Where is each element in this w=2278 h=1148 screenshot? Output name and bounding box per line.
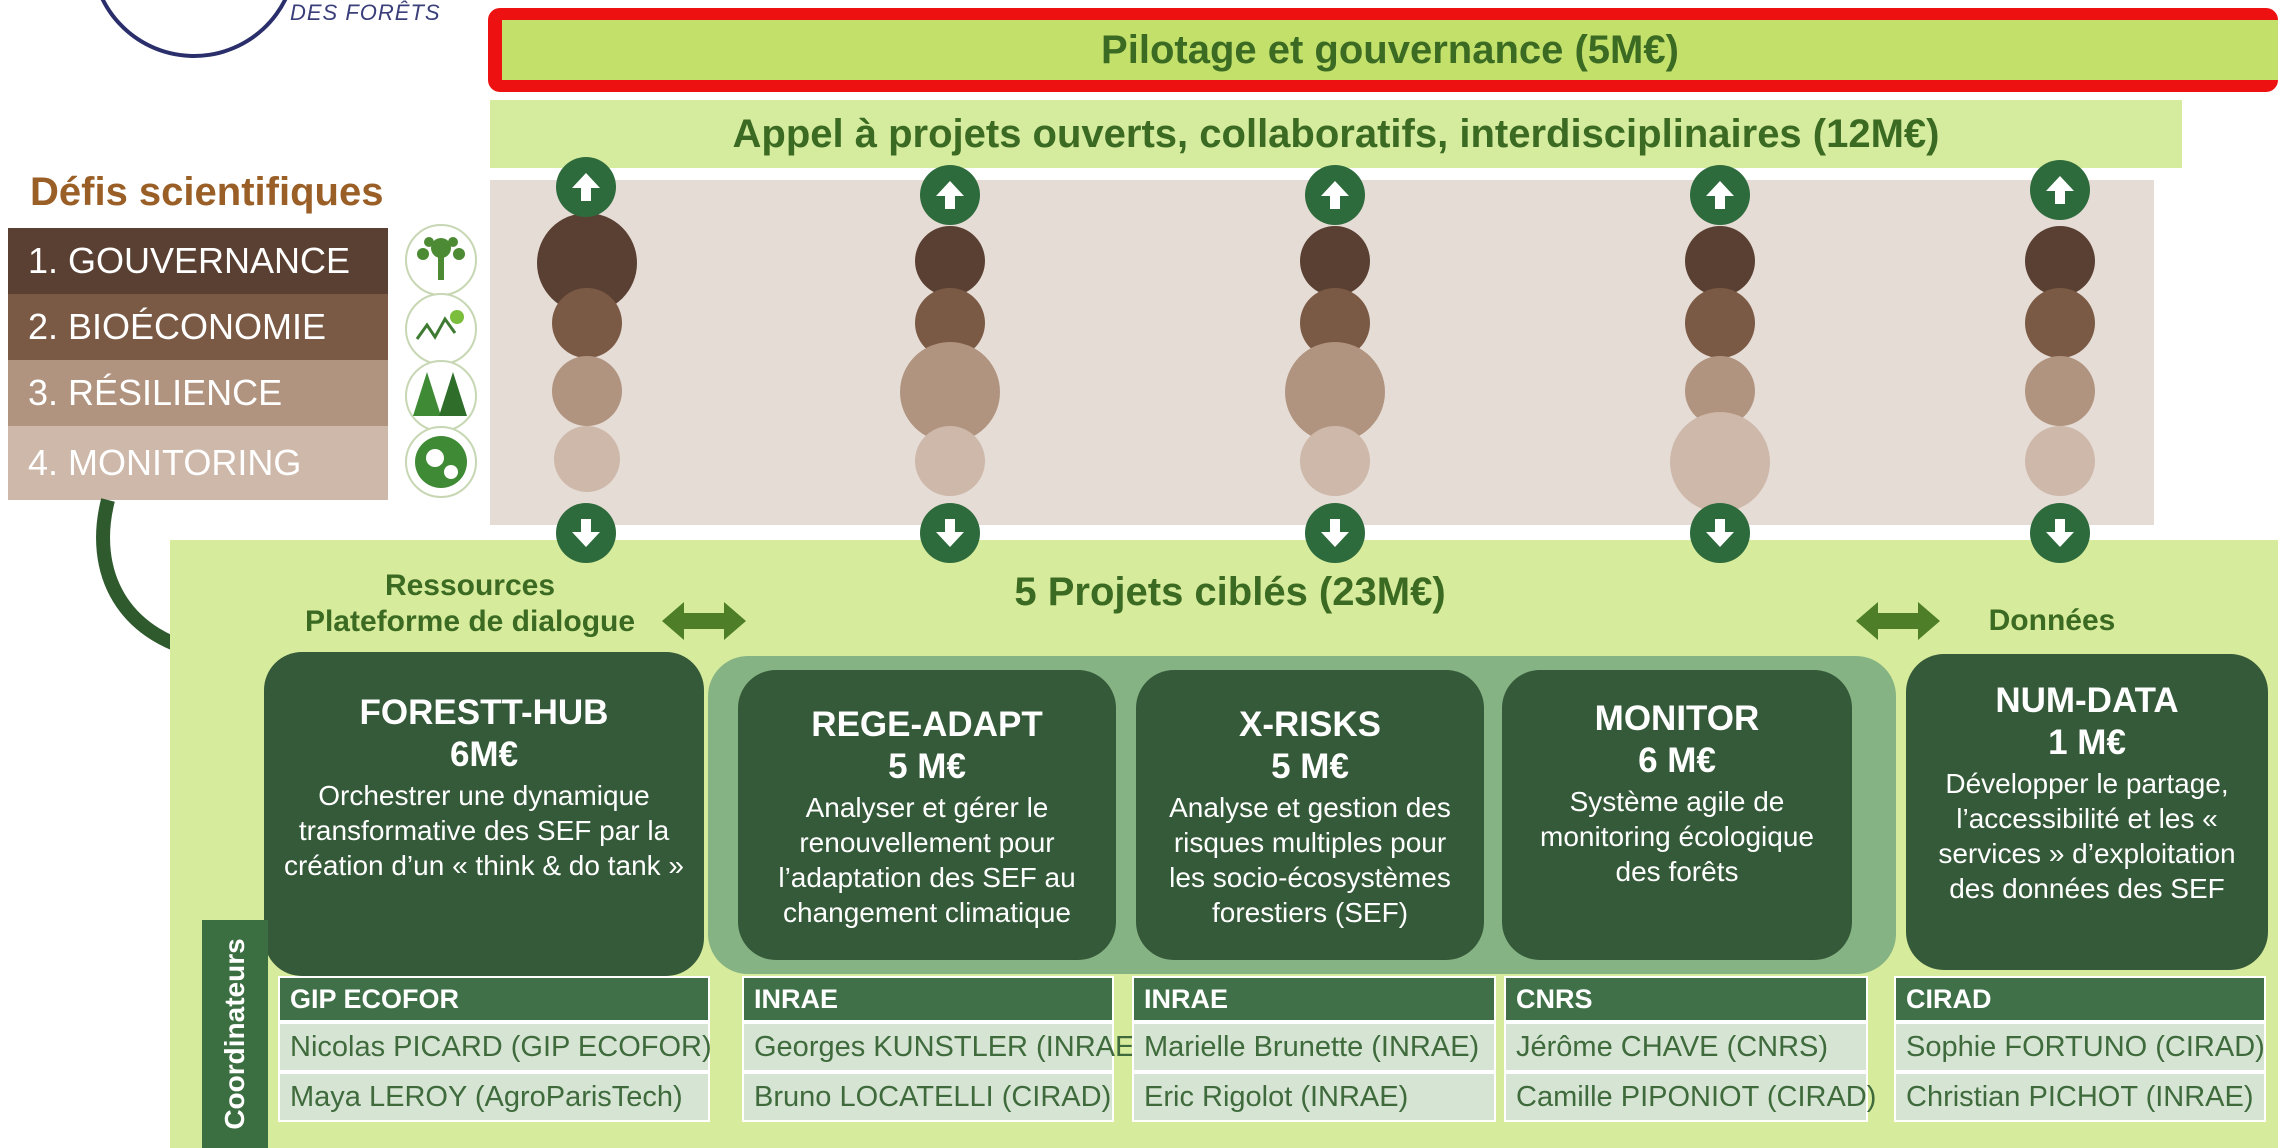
project-card-forestt-hub: FORESTT-HUB 6M€ Orchestrer une dynamique… [264, 652, 704, 976]
coordinator-table: CIRAD Sophie FORTUNO (CIRAD) Christian P… [1894, 976, 2266, 1122]
challenge-circle [2025, 288, 2095, 358]
coordinator-name: Christian PICHOT (INRAE) [1894, 1072, 2266, 1122]
arrow-up-icon [920, 165, 980, 225]
left-label-line1: Ressources [384, 569, 556, 602]
pilotage-banner: Pilotage et gouvernance (5M€) [488, 8, 2278, 92]
project-name: X-RISKS [1239, 705, 1381, 744]
peacock-tree-icon [405, 224, 477, 296]
logo-text: DES FORÊTS [290, 0, 441, 25]
defi-gouvernance: 1. GOUVERNANCE [8, 228, 388, 294]
challenge-circle [900, 342, 1000, 442]
project-name: FORESTT-HUB [359, 693, 609, 732]
challenge-circle [1300, 226, 1370, 296]
coordinator-org: GIP ECOFOR [278, 976, 710, 1022]
coordinator-table: INRAE Marielle Brunette (INRAE) Eric Rig… [1132, 976, 1496, 1122]
growth-chart-icon [405, 293, 477, 365]
projects-title: 5 Projets ciblés (23M€) [1014, 570, 1446, 614]
challenge-circle [915, 226, 985, 296]
left-side-label: Ressources Plateforme de dialogue [260, 568, 680, 640]
project-budget: 6 M€ [1638, 741, 1716, 780]
challenge-circle [1670, 412, 1770, 512]
coordinator-name: Bruno LOCATELLI (CIRAD) [742, 1072, 1114, 1122]
project-card-num-data: NUM-DATA 1 M€ Développer le partage, l’a… [1906, 654, 2268, 970]
coordinator-org: CNRS [1504, 976, 1868, 1022]
challenge-circle [552, 356, 622, 426]
defi-monitoring: 4. MONITORING [8, 426, 388, 500]
challenge-circle [2025, 426, 2095, 496]
defi-bioeconomie: 2. BIOÉCONOMIE [8, 294, 388, 360]
coordinator-name: Marielle Brunette (INRAE) [1132, 1022, 1496, 1072]
project-budget: 5 M€ [1271, 747, 1349, 786]
challenge-circle [2025, 226, 2095, 296]
coordinator-table: CNRS Jérôme CHAVE (CNRS) Camille PIPONIO… [1504, 976, 1876, 1122]
project-description: Système agile de monitoring écologique d… [1540, 786, 1814, 887]
left-label-line2: Plateforme de dialogue [304, 605, 636, 638]
arrow-up-icon [2030, 160, 2090, 220]
arrow-down-icon [1305, 503, 1365, 563]
challenge-circle [2025, 356, 2095, 426]
project-description: Orchestrer une dynamique transformative … [283, 780, 685, 881]
project-name: NUM-DATA [1995, 681, 2179, 720]
logo-arc [60, 0, 328, 88]
project-description: Analyser et gérer le renouvellement pour… [778, 792, 1076, 928]
arrow-down-icon [556, 503, 616, 563]
challenge-circle [1300, 426, 1370, 496]
right-side-label: Données [1988, 604, 2116, 637]
double-arrow-icon [1856, 602, 1940, 640]
project-name: REGE-ADAPT [811, 705, 1043, 744]
coordinator-table: GIP ECOFOR Nicolas PICARD (GIP ECOFOR) M… [278, 976, 712, 1122]
challenge-circle [1685, 288, 1755, 358]
arrow-down-icon [2030, 503, 2090, 563]
project-name: MONITOR [1594, 699, 1760, 738]
coordinator-org: CIRAD [1894, 976, 2266, 1022]
coordinator-table: INRAE Georges KUNSTLER (INRAE) Bruno LOC… [742, 976, 1144, 1122]
arrow-up-icon [1690, 165, 1750, 225]
defi-resilience: 3. RÉSILIENCE [8, 360, 388, 426]
project-budget: 1 M€ [2048, 723, 2126, 762]
challenge-circle [915, 426, 985, 496]
project-card-monitor: MONITOR 6 M€ Système agile de monitoring… [1502, 670, 1852, 960]
project-card-rege-adapt: REGE-ADAPT 5 M€ Analyser et gérer le ren… [738, 670, 1116, 960]
project-description: Analyse et gestion des risques multiples… [1169, 792, 1451, 928]
coordinateurs-tab: Coordinateurs [202, 920, 268, 1148]
forest-icon [405, 360, 477, 432]
arrow-down-icon [920, 503, 980, 563]
challenge-circle [552, 288, 622, 358]
coordinator-name: Jérôme CHAVE (CNRS) [1504, 1022, 1868, 1072]
coordinator-name: Nicolas PICARD (GIP ECOFOR) [278, 1022, 712, 1072]
project-budget: 6M€ [449, 735, 519, 774]
arrow-up-icon [1305, 165, 1365, 225]
coordinator-name: Eric Rigolot (INRAE) [1132, 1072, 1496, 1122]
challenge-circle [554, 426, 620, 492]
globe-monitoring-icon [405, 426, 477, 498]
coordinator-name: Camille PIPONIOT (CIRAD) [1504, 1072, 1876, 1122]
double-arrow-icon [662, 602, 746, 640]
challenge-circle [1285, 342, 1385, 442]
defis-title: Défis scientifiques [30, 170, 384, 214]
challenge-circle [1685, 226, 1755, 296]
coordinator-org: INRAE [742, 976, 1114, 1022]
coordinateurs-label: Coordinateurs [219, 938, 250, 1130]
project-description: Développer le partage, l’accessibilité e… [1938, 768, 2236, 904]
project-budget: 5 M€ [888, 747, 966, 786]
arrow-down-icon [1690, 503, 1750, 563]
coordinator-name: Maya LEROY (AgroParisTech) [278, 1072, 710, 1122]
appel-banner: Appel à projets ouverts, collaboratifs, … [490, 100, 2182, 168]
coordinator-org: INRAE [1132, 976, 1496, 1022]
project-card-x-risks: X-RISKS 5 M€ Analyse et gestion des risq… [1136, 670, 1484, 960]
coordinator-name: Georges KUNSTLER (INRAE) [742, 1022, 1144, 1072]
arrow-up-icon [556, 157, 616, 217]
coordinator-name: Sophie FORTUNO (CIRAD) [1894, 1022, 2266, 1072]
pilotage-label: Pilotage et gouvernance (5M€) [502, 20, 2278, 80]
